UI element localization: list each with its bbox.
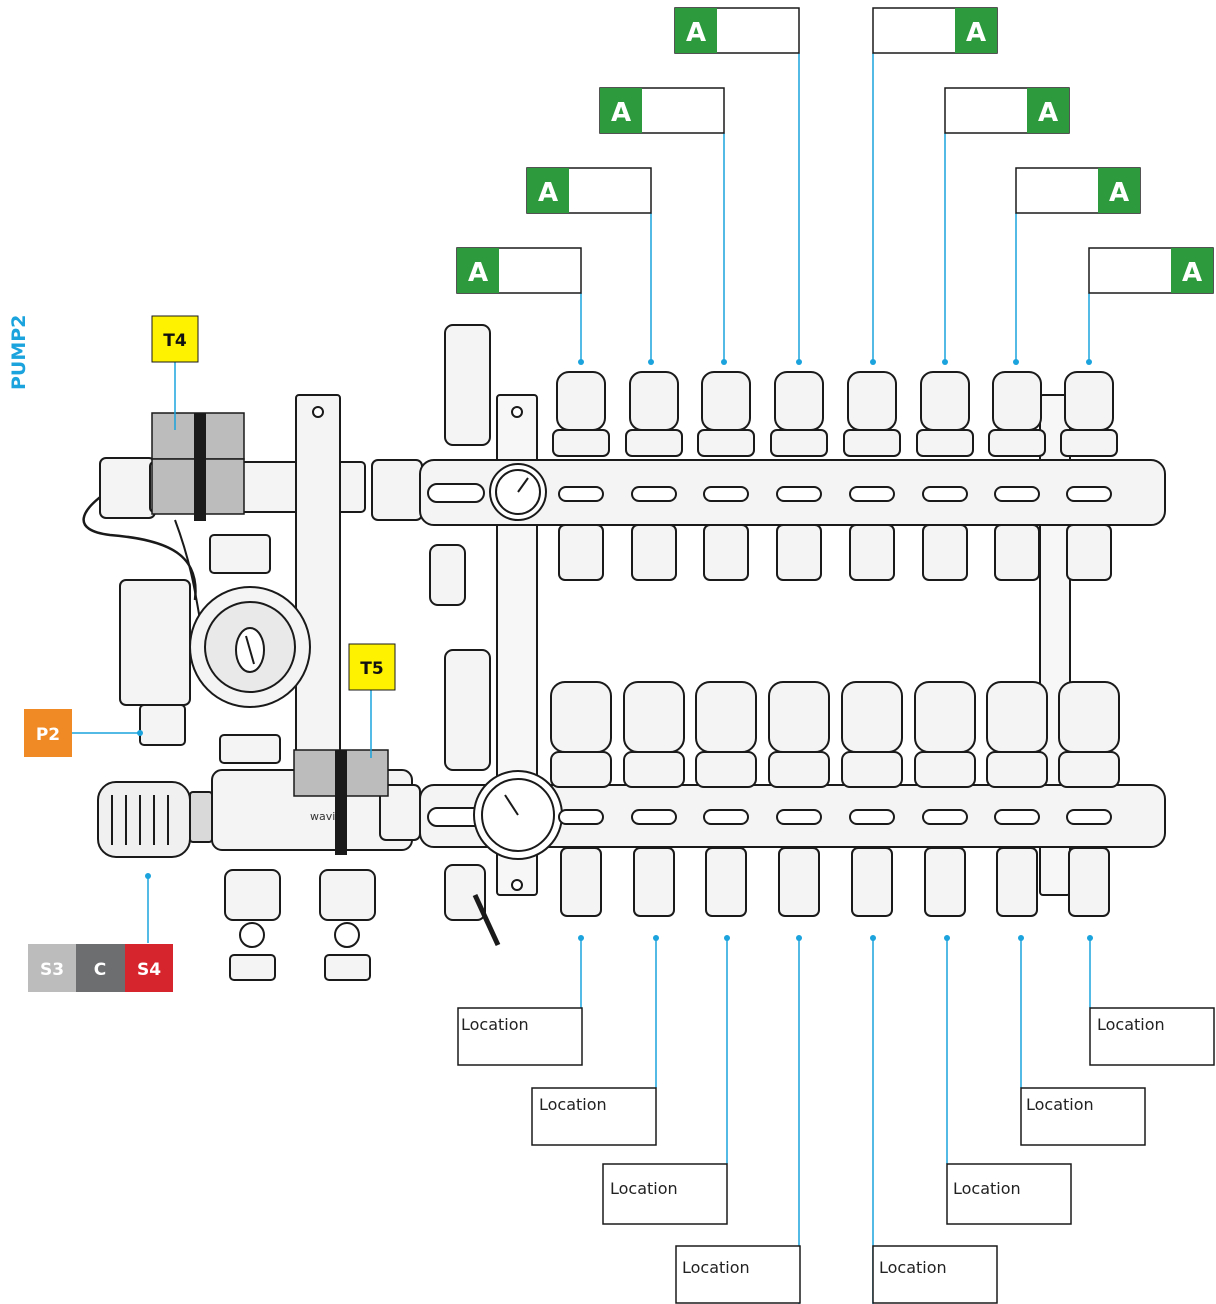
lower-actuators xyxy=(550,681,1120,917)
pump-title: PUMP2 xyxy=(8,315,30,390)
t4-label: T4 xyxy=(151,315,199,363)
location-box-8: Location xyxy=(1089,1007,1215,1066)
svg-text:T5: T5 xyxy=(360,659,383,679)
svg-text:P2: P2 xyxy=(36,725,60,745)
location-box-1: Location xyxy=(457,1007,583,1066)
svg-text:Location: Location xyxy=(879,1258,947,1277)
svg-text:Location: Location xyxy=(1097,1015,1165,1034)
location-box-7: Location xyxy=(1020,1087,1146,1146)
actuator-tag-8: A xyxy=(1088,247,1214,294)
leader-dots xyxy=(137,359,1093,941)
actuator-tag-1: A xyxy=(456,247,582,294)
s4-label: S4 xyxy=(137,960,161,980)
svg-text:Location: Location xyxy=(539,1095,607,1114)
svg-text:A: A xyxy=(1182,258,1202,288)
svg-text:Location: Location xyxy=(610,1179,678,1198)
s3-label: S3 xyxy=(40,960,64,980)
upper-valve-heads xyxy=(552,371,1118,581)
svg-text:A: A xyxy=(611,98,631,128)
actuator-tag-7: A xyxy=(1015,167,1141,214)
svg-text:Location: Location xyxy=(461,1015,529,1034)
location-box-4: Location xyxy=(675,1245,801,1304)
svg-text:A: A xyxy=(1038,98,1058,128)
actuator-tag-6: A xyxy=(944,87,1070,134)
svg-text:Location: Location xyxy=(682,1258,750,1277)
location-box-5: Location xyxy=(872,1245,998,1304)
svg-text:A: A xyxy=(538,178,558,208)
svg-text:T4: T4 xyxy=(163,331,187,351)
location-box-3: Location xyxy=(602,1163,728,1225)
actuator-tag-2: A xyxy=(526,167,652,214)
actuator-tag-5: A xyxy=(872,7,998,54)
svg-text:A: A xyxy=(686,18,706,48)
c-label: C xyxy=(94,960,106,980)
leader-lines xyxy=(72,53,1091,1304)
t5-label: T5 xyxy=(348,643,396,691)
svg-text:A: A xyxy=(966,18,986,48)
p2-label: P2 xyxy=(24,709,72,757)
svg-text:wavin: wavin xyxy=(310,810,342,823)
t4-sensor-band xyxy=(151,412,245,521)
svg-text:A: A xyxy=(1109,178,1129,208)
actuator-tag-3: A xyxy=(599,87,725,134)
wiring-legend: S3 C S4 xyxy=(28,944,173,992)
svg-text:A: A xyxy=(468,258,488,288)
svg-text:Location: Location xyxy=(1026,1095,1094,1114)
location-box-6: Location xyxy=(946,1163,1072,1225)
svg-text:Location: Location xyxy=(953,1179,1021,1198)
actuator-tag-4: A xyxy=(674,7,800,54)
location-box-2: Location xyxy=(531,1087,657,1146)
t5-sensor-band xyxy=(293,749,389,855)
